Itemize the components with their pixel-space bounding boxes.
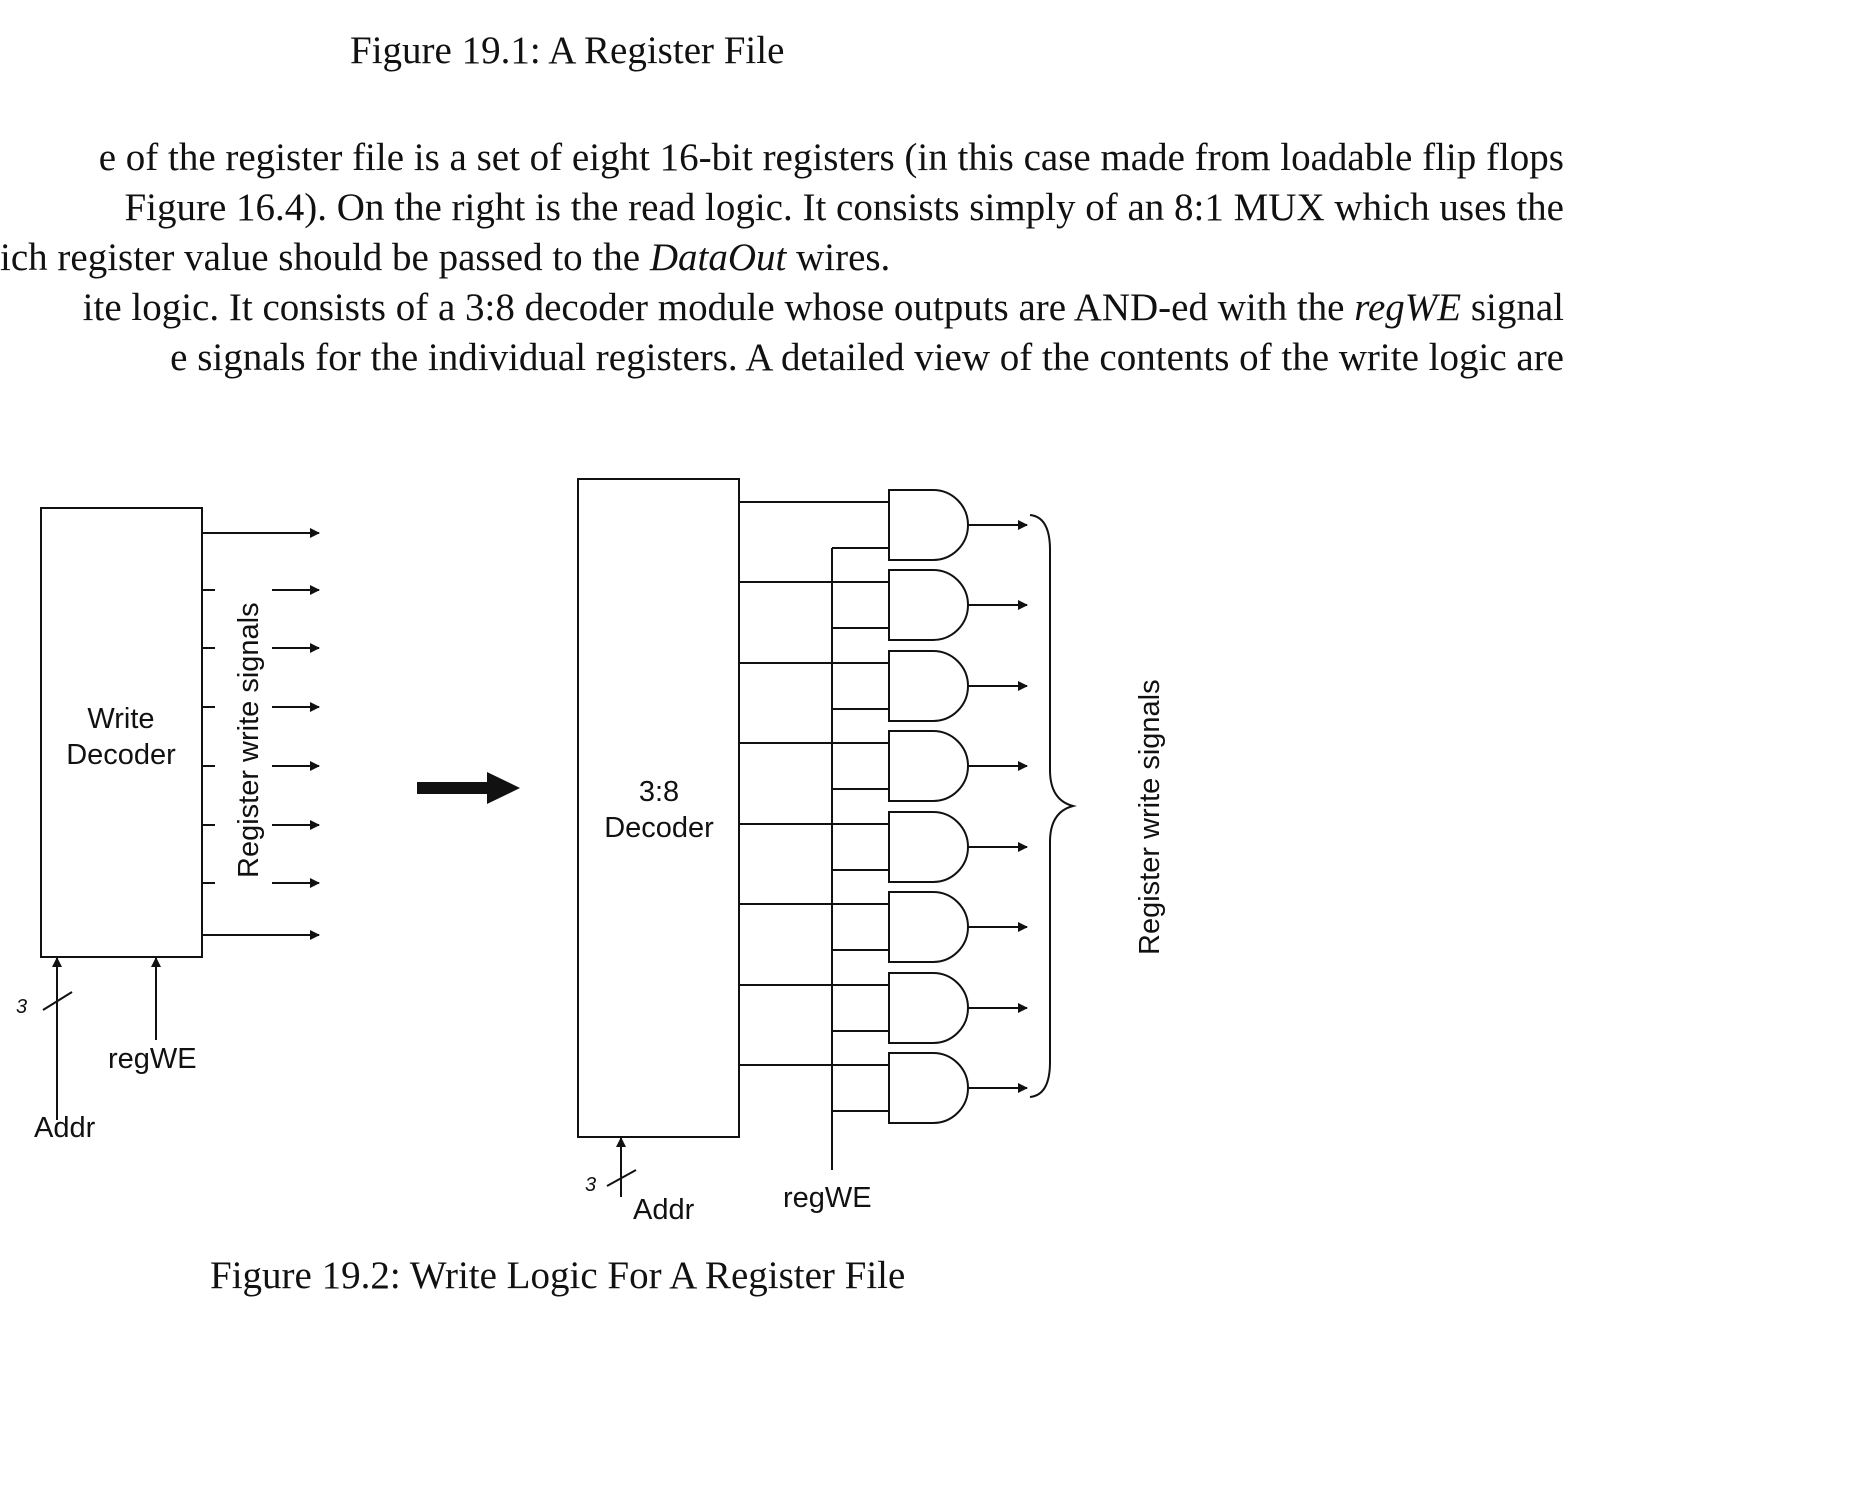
paragraph-line-2: Figure 16.4). On the right is the read l… [124, 186, 1564, 229]
and-gate-icon [888, 569, 969, 641]
and-gate-icon [888, 891, 969, 963]
right-regwe-label: regWE [783, 1182, 872, 1214]
paragraph-line-3-text: ich register value should be passed to t… [0, 236, 650, 279]
and-gate-row [739, 891, 1028, 963]
paragraph-line-1: e of the register file is a set of eight… [98, 136, 1564, 179]
dataout-term: DataOut [649, 236, 787, 279]
and-gate-row [739, 730, 1028, 802]
write-decoder-label-line-1: Write [87, 703, 154, 735]
transform-arrow-icon [417, 772, 520, 804]
and-gate-icon [888, 1052, 969, 1124]
output-group-brace [1029, 514, 1077, 1098]
and-gate-row [739, 489, 1028, 561]
left-regwe-label: regWE [108, 1043, 197, 1075]
and-gate-row [739, 1052, 1028, 1124]
right-outputs-label: Register write signals [1134, 679, 1166, 955]
and-gate-icon [888, 489, 969, 561]
decoder-3-8-box [577, 478, 740, 1138]
paragraph-line-4: ite logic. It consists of a 3:8 decoder … [83, 283, 1564, 333]
and-gate-row [739, 569, 1028, 641]
and-gate-row [739, 650, 1028, 722]
figure-19-2-caption: Figure 19.2: Write Logic For A Register … [210, 1254, 906, 1297]
and-gate-icon [888, 650, 969, 722]
left-bus-slash [42, 991, 73, 1011]
right-addr-label: Addr [633, 1194, 695, 1226]
paragraph-line-3-end: wires. [786, 236, 891, 279]
left-addr-label: Addr [34, 1112, 96, 1144]
right-bus-slash [606, 1169, 637, 1187]
paragraph-line-3: ich register value should be passed to t… [0, 233, 890, 283]
left-outputs-label: Register write signals [233, 602, 265, 878]
regwe-term: regWE [1354, 286, 1462, 329]
paragraph-line-5: e signals for the individual registers. … [170, 336, 1564, 379]
left-bus-width: 3 [16, 996, 27, 1018]
decoder-label-line-1: 3:8 [639, 776, 679, 808]
right-bus-width: 3 [585, 1174, 596, 1196]
and-gate-icon [888, 811, 969, 883]
left-output-wires [202, 532, 258, 936]
write-decoder-label-line-2: Decoder [66, 739, 176, 771]
paragraph-line-4-end: signal [1461, 286, 1564, 329]
and-gate-array [739, 489, 1028, 1124]
write-decoder-box [40, 507, 203, 958]
and-gate-icon [888, 972, 969, 1044]
and-gate-row [739, 811, 1028, 883]
left-output-arrows [258, 528, 320, 940]
and-gate-icon [888, 730, 969, 802]
figure-19-1-caption: Figure 19.1: A Register File [350, 29, 785, 72]
decoder-label-line-2: Decoder [604, 812, 714, 844]
paragraph-line-4-text: ite logic. It consists of a 3:8 decoder … [82, 286, 1355, 329]
and-gate-row [739, 972, 1028, 1044]
